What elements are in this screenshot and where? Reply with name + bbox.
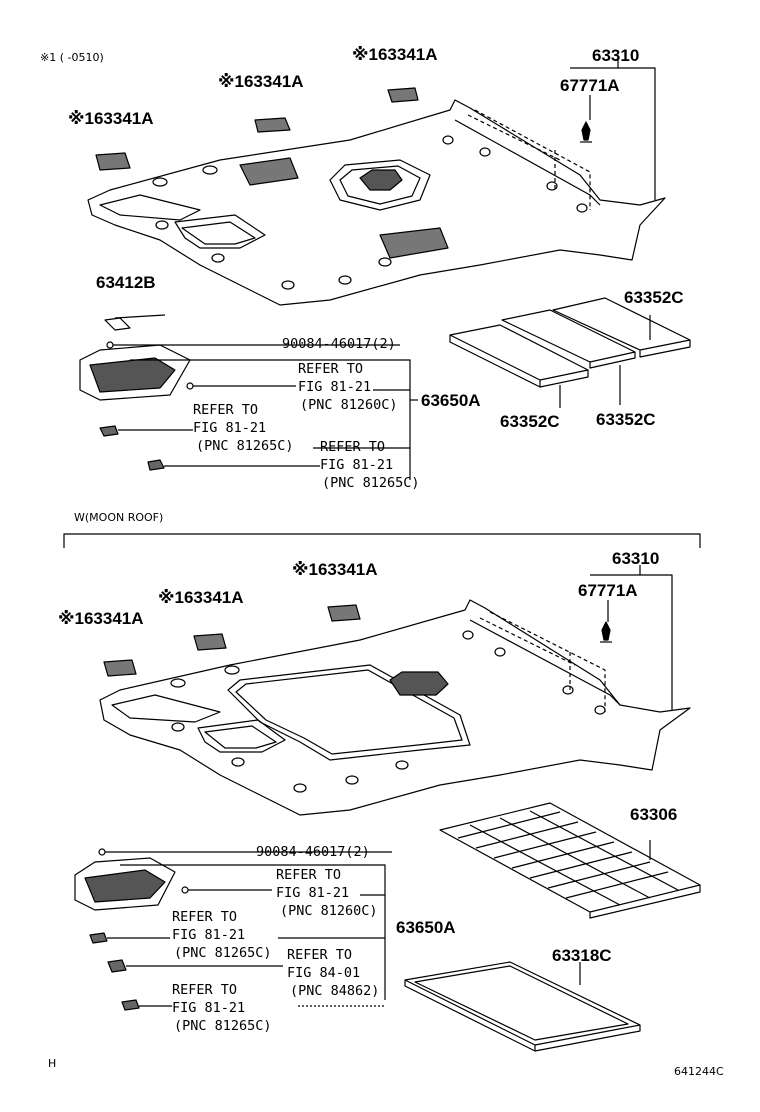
pad-63341a-b1 [103,659,137,677]
ref-line: REFER TO [276,867,342,883]
ref-line: FIG 81-21 [298,379,372,395]
ref-line: (PNC 81265C) [322,475,420,491]
label-63341a: ※163341A [292,560,378,579]
label-67771a: 67771A [560,76,620,95]
label-63650a: 63650A [396,918,456,937]
headliner-bottom [99,599,691,816]
pad-63341a-b3 [327,604,361,622]
pad-63341a-2 [254,117,291,133]
label-63310: 63310 [592,46,640,65]
pad-63341a-1 [95,152,131,171]
note-label: ※1 ( -0510) [40,51,104,64]
ref-line: REFER TO [287,947,353,963]
label-63341a: ※163341A [58,609,144,628]
label-67771a: 67771A [578,581,638,600]
ref-line: FIG 84-01 [287,965,361,981]
label-screw: 90084-46017(2) [256,844,370,860]
label-63341a: ※163341A [158,588,244,607]
ref-line: REFER TO [172,909,238,925]
label-63318c: 63318C [552,946,612,965]
pad-63341a-3 [387,87,419,103]
dome-lamp-top [79,317,194,471]
label-63650a: 63650A [421,391,481,410]
ref-line: (PNC 81265C) [174,1018,272,1034]
ref-line: FIG 81-21 [172,927,246,943]
ref-line: FIG 81-21 [193,420,267,436]
pad-63341a-b2 [193,633,227,651]
ref-line: FIG 81-21 [276,885,350,901]
label-63352c: 63352C [500,412,560,431]
ref-line: (PNC 81265C) [196,438,294,454]
label-63341a: ※163341A [68,109,154,128]
label-63306: 63306 [630,805,678,824]
section-bracket [63,533,701,548]
ref-line: (PNC 81260C) [280,903,378,919]
panel-63306 [439,802,701,919]
ref-line: REFER TO [172,982,238,998]
headliner-top [87,99,666,306]
label-63310: 63310 [612,549,660,568]
section-label: W(MOON ROOF) [74,511,164,524]
label-63352c: 63352C [596,410,656,429]
ref-line: FIG 81-21 [320,457,394,473]
ref-line: (PNC 84862) [290,983,380,999]
ref-line: REFER TO [298,361,364,377]
ref-line: (PNC 81260C) [300,397,398,413]
pads-63352c [449,297,691,408]
label-63352c: 63352C [624,288,684,307]
dome-lamp-bottom [74,848,189,1011]
ref-line: REFER TO [320,439,386,455]
ref-line: (PNC 81265C) [174,945,272,961]
ref-line: REFER TO [193,402,259,418]
footer-left: H [48,1057,57,1070]
ref-line: FIG 81-21 [172,1000,246,1016]
label-screw: 90084-46017(2) [282,336,396,352]
label-63341a: ※163341A [218,72,304,91]
label-63341a: ※163341A [352,45,438,64]
frame-63318c [404,961,641,1052]
label-63412b: 63412B [96,273,156,292]
footer-code: 641244C [674,1065,724,1078]
